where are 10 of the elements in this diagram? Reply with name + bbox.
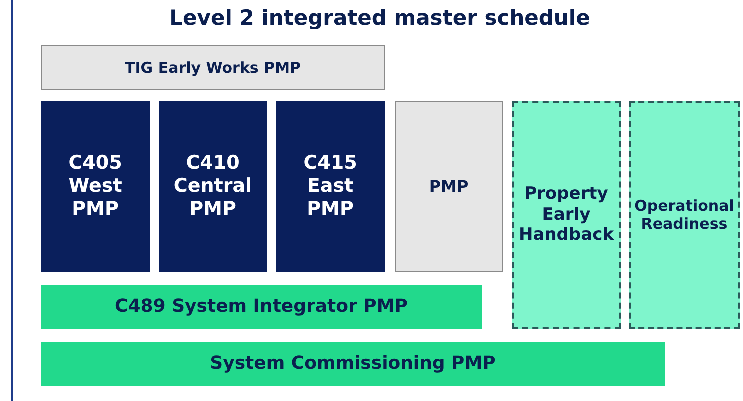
work-package-box: TIG Early Works PMP [41,45,385,90]
integration-bar: System Commissioning PMP [41,342,665,386]
readiness-box: Operational Readiness [629,101,740,329]
work-package-box: PMP [395,101,503,272]
diagram-title: Level 2 integrated master schedule [168,6,592,30]
readiness-box: Property Early Handback [512,101,621,329]
contract-box: C410 Central PMP [159,101,267,272]
contract-box: C415 East PMP [276,101,385,272]
contract-box: C405 West PMP [41,101,150,272]
integration-bar: C489 System Integrator PMP [41,285,482,329]
